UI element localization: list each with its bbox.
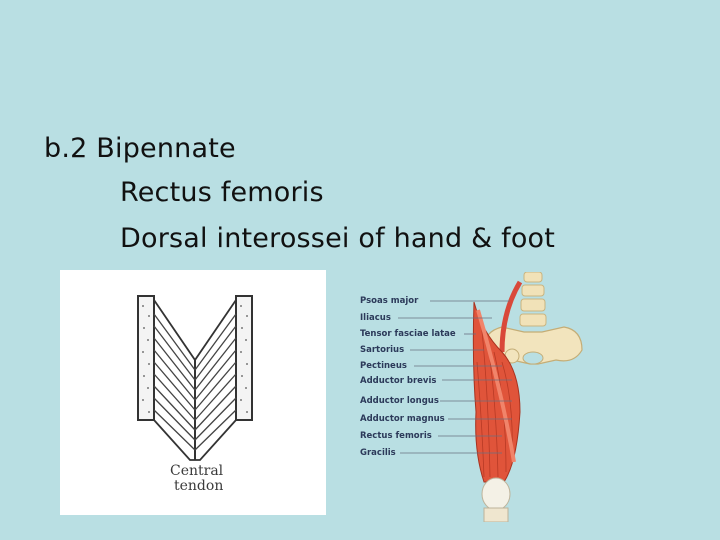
fascicles-left <box>153 313 196 451</box>
patella <box>481 477 511 511</box>
label-rectus-femoris: Rectus femoris <box>360 431 432 441</box>
bipennate-diagram: Central tendon <box>60 270 326 515</box>
label-tensor-fasciae-latae: Tensor fasciae latae <box>360 329 456 339</box>
left-aponeurosis <box>137 295 155 421</box>
thigh-muscles-svg: Psoas major Iliacus Tensor fasciae latae… <box>360 271 583 523</box>
label-adductor-longus: Adductor longus <box>360 396 439 406</box>
thigh-muscles-illustration: Psoas major Iliacus Tensor fasciae latae… <box>352 271 600 523</box>
label-adductor-brevis: Adductor brevis <box>360 376 436 386</box>
label-gracilis: Gracilis <box>360 448 396 458</box>
caption-tendon: tendon <box>174 478 223 494</box>
label-sartorius: Sartorius <box>360 345 404 355</box>
example-dorsal-interossei: Dorsal interossei of hand & foot <box>120 223 556 254</box>
example-rectus-femoris: Rectus femoris <box>120 177 324 208</box>
leader-lines <box>398 300 512 454</box>
psoas-muscle <box>499 280 523 353</box>
label-adductor-magnus: Adductor magnus <box>360 414 445 424</box>
lumbar-spine <box>519 271 547 327</box>
label-iliacus: Iliacus <box>360 313 391 323</box>
slide-heading: b.2 Bipennate <box>44 133 236 164</box>
label-psoas-major: Psoas major <box>360 296 419 306</box>
fascicles-right <box>194 313 237 451</box>
label-pectineus: Pectineus <box>360 361 407 371</box>
aponeurosis-stipple <box>142 305 248 413</box>
bipennate-diagram-svg: Central tendon <box>137 295 253 494</box>
pelvic-inlet <box>522 351 544 365</box>
caption-central: Central <box>170 463 224 479</box>
tibia-top <box>483 507 509 523</box>
sartorius-band <box>476 309 516 463</box>
right-aponeurosis <box>235 295 253 421</box>
